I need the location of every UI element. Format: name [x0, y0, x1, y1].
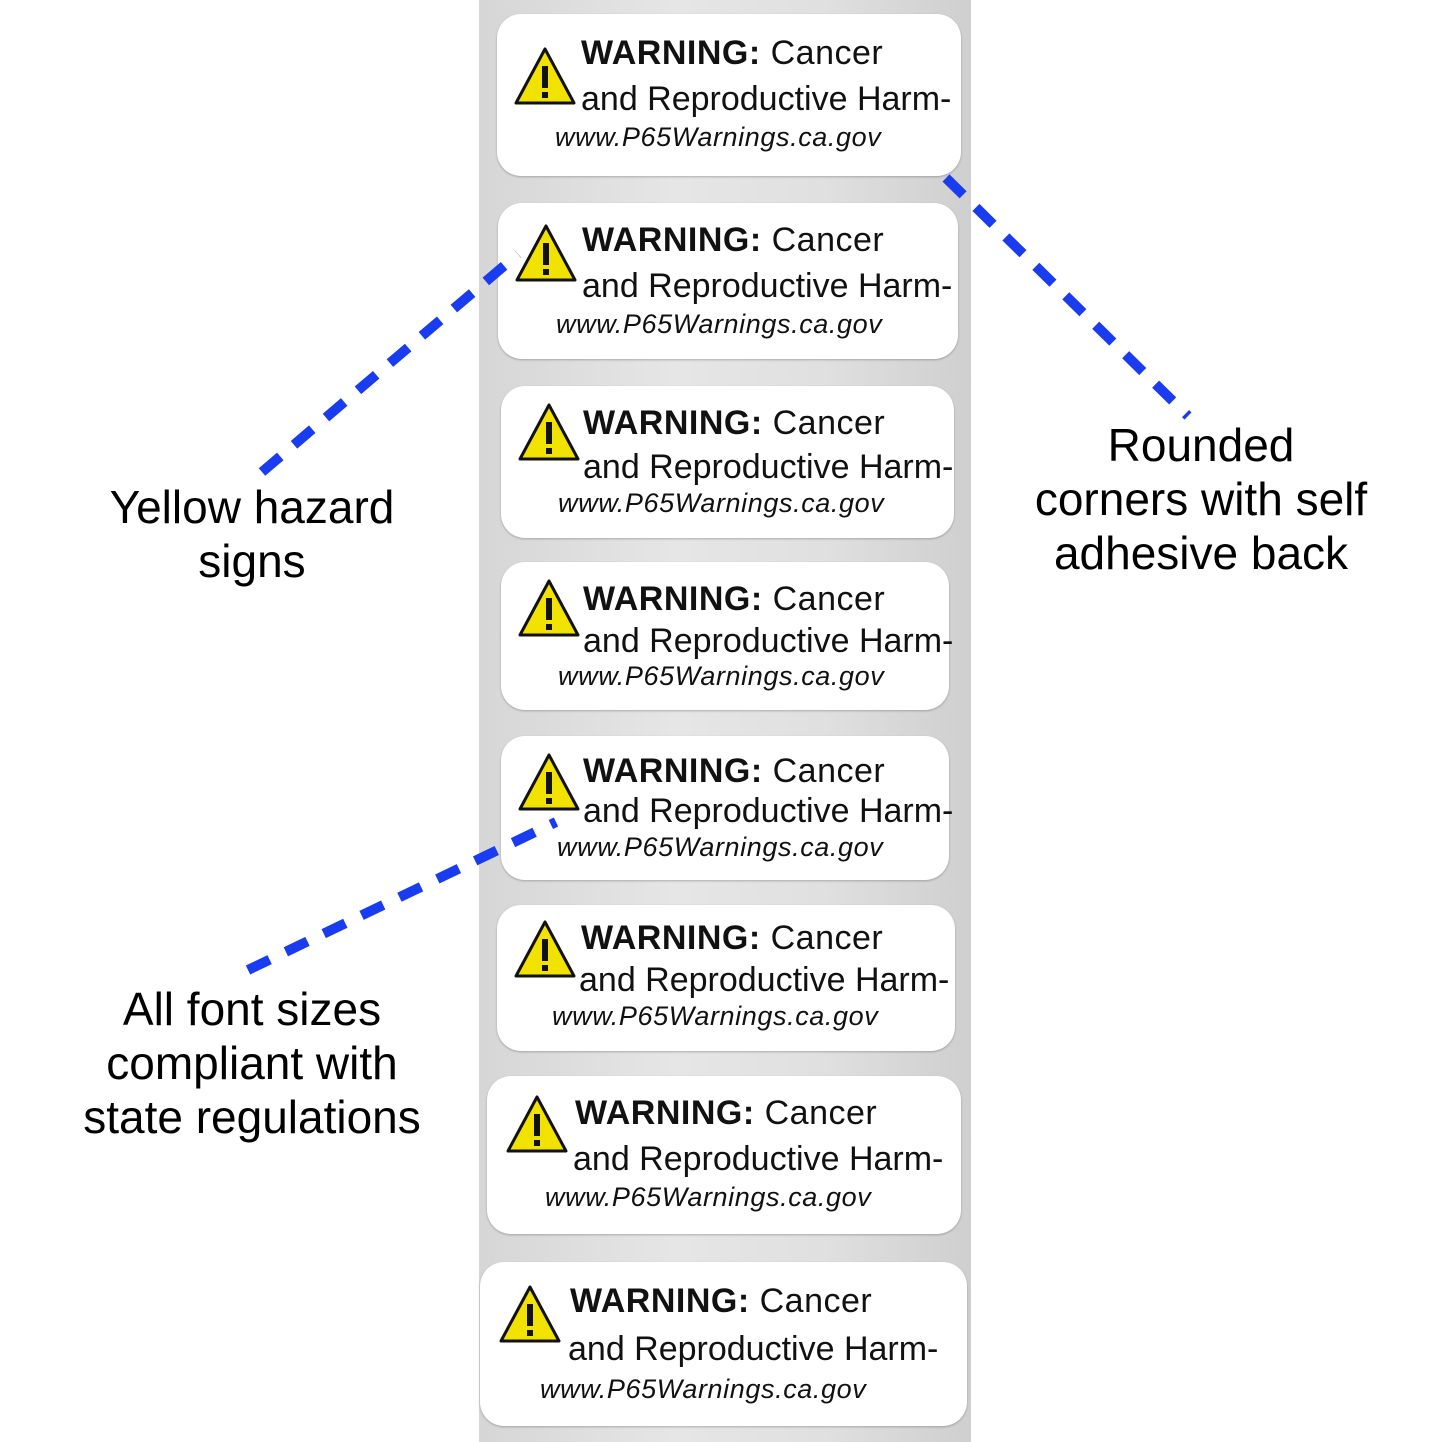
warning-url: www.P65Warnings.ca.gov [545, 1182, 872, 1212]
warning-heading: WARNING: Cancer [583, 580, 886, 618]
warning-heading: WARNING: Cancer [570, 1282, 873, 1320]
warning-triangle-icon [513, 46, 577, 106]
warning-subheading: and Reproductive Harm- [583, 448, 954, 486]
warning-subheading: and Reproductive Harm- [583, 792, 954, 830]
warning-label: WARNING: Cancer and Reproductive Harm- w… [501, 562, 953, 710]
warning-subheading: and Reproductive Harm- [583, 622, 954, 660]
annotation-yellow-hazard: Yellow hazard signs [109, 481, 395, 587]
warning-triangle-icon [513, 919, 577, 979]
warning-triangle-icon [517, 402, 581, 462]
warning-url: www.P65Warnings.ca.gov [552, 1001, 879, 1031]
warning-subheading: and Reproductive Harm- [573, 1140, 944, 1178]
warning-heading: WARNING: Cancer [581, 34, 884, 72]
warning-triangle-icon [514, 223, 578, 283]
warning-url: www.P65Warnings.ca.gov [555, 122, 882, 152]
warning-label: WARNING: Cancer and Reproductive Harm- w… [497, 905, 955, 1051]
leader-line-hazard [258, 250, 522, 476]
warning-heading: WARNING: Cancer [582, 221, 885, 259]
warning-url: www.P65Warnings.ca.gov [558, 661, 885, 691]
annotation-font-sizes: All font sizes compliant with state regu… [83, 983, 421, 1143]
warning-subheading: and Reproductive Harm- [581, 80, 952, 118]
warning-label: WARNING: Cancer and Reproductive Harm- w… [497, 14, 961, 176]
leader-line-corners [942, 174, 1192, 420]
warning-heading: WARNING: Cancer [581, 919, 884, 957]
warning-subheading: and Reproductive Harm- [579, 961, 950, 999]
leader-line-fonts [245, 817, 559, 975]
warning-heading: WARNING: Cancer [575, 1094, 878, 1132]
warning-label: WARNING: Cancer and Reproductive Harm- w… [498, 203, 958, 359]
warning-triangle-icon [517, 752, 581, 812]
warning-triangle-icon [517, 578, 581, 638]
annotation-rounded-corners: Rounded corners with self adhesive back [1034, 419, 1368, 579]
warning-label: WARNING: Cancer and Reproductive Harm- w… [501, 386, 954, 538]
warning-label: WARNING: Cancer and Reproductive Harm- w… [487, 1076, 961, 1234]
warning-triangle-icon [505, 1094, 569, 1154]
warning-subheading: and Reproductive Harm- [568, 1330, 939, 1368]
warning-triangle-icon [498, 1284, 562, 1344]
warning-subheading: and Reproductive Harm- [582, 267, 953, 305]
warning-label: WARNING: Cancer and Reproductive Harm- w… [501, 736, 953, 880]
warning-url: www.P65Warnings.ca.gov [556, 309, 883, 339]
warning-url: www.P65Warnings.ca.gov [540, 1374, 867, 1404]
warning-heading: WARNING: Cancer [583, 752, 886, 790]
warning-heading: WARNING: Cancer [583, 404, 886, 442]
warning-url: www.P65Warnings.ca.gov [557, 832, 884, 862]
warning-label: WARNING: Cancer and Reproductive Harm- w… [480, 1262, 967, 1426]
warning-url: www.P65Warnings.ca.gov [558, 488, 885, 518]
